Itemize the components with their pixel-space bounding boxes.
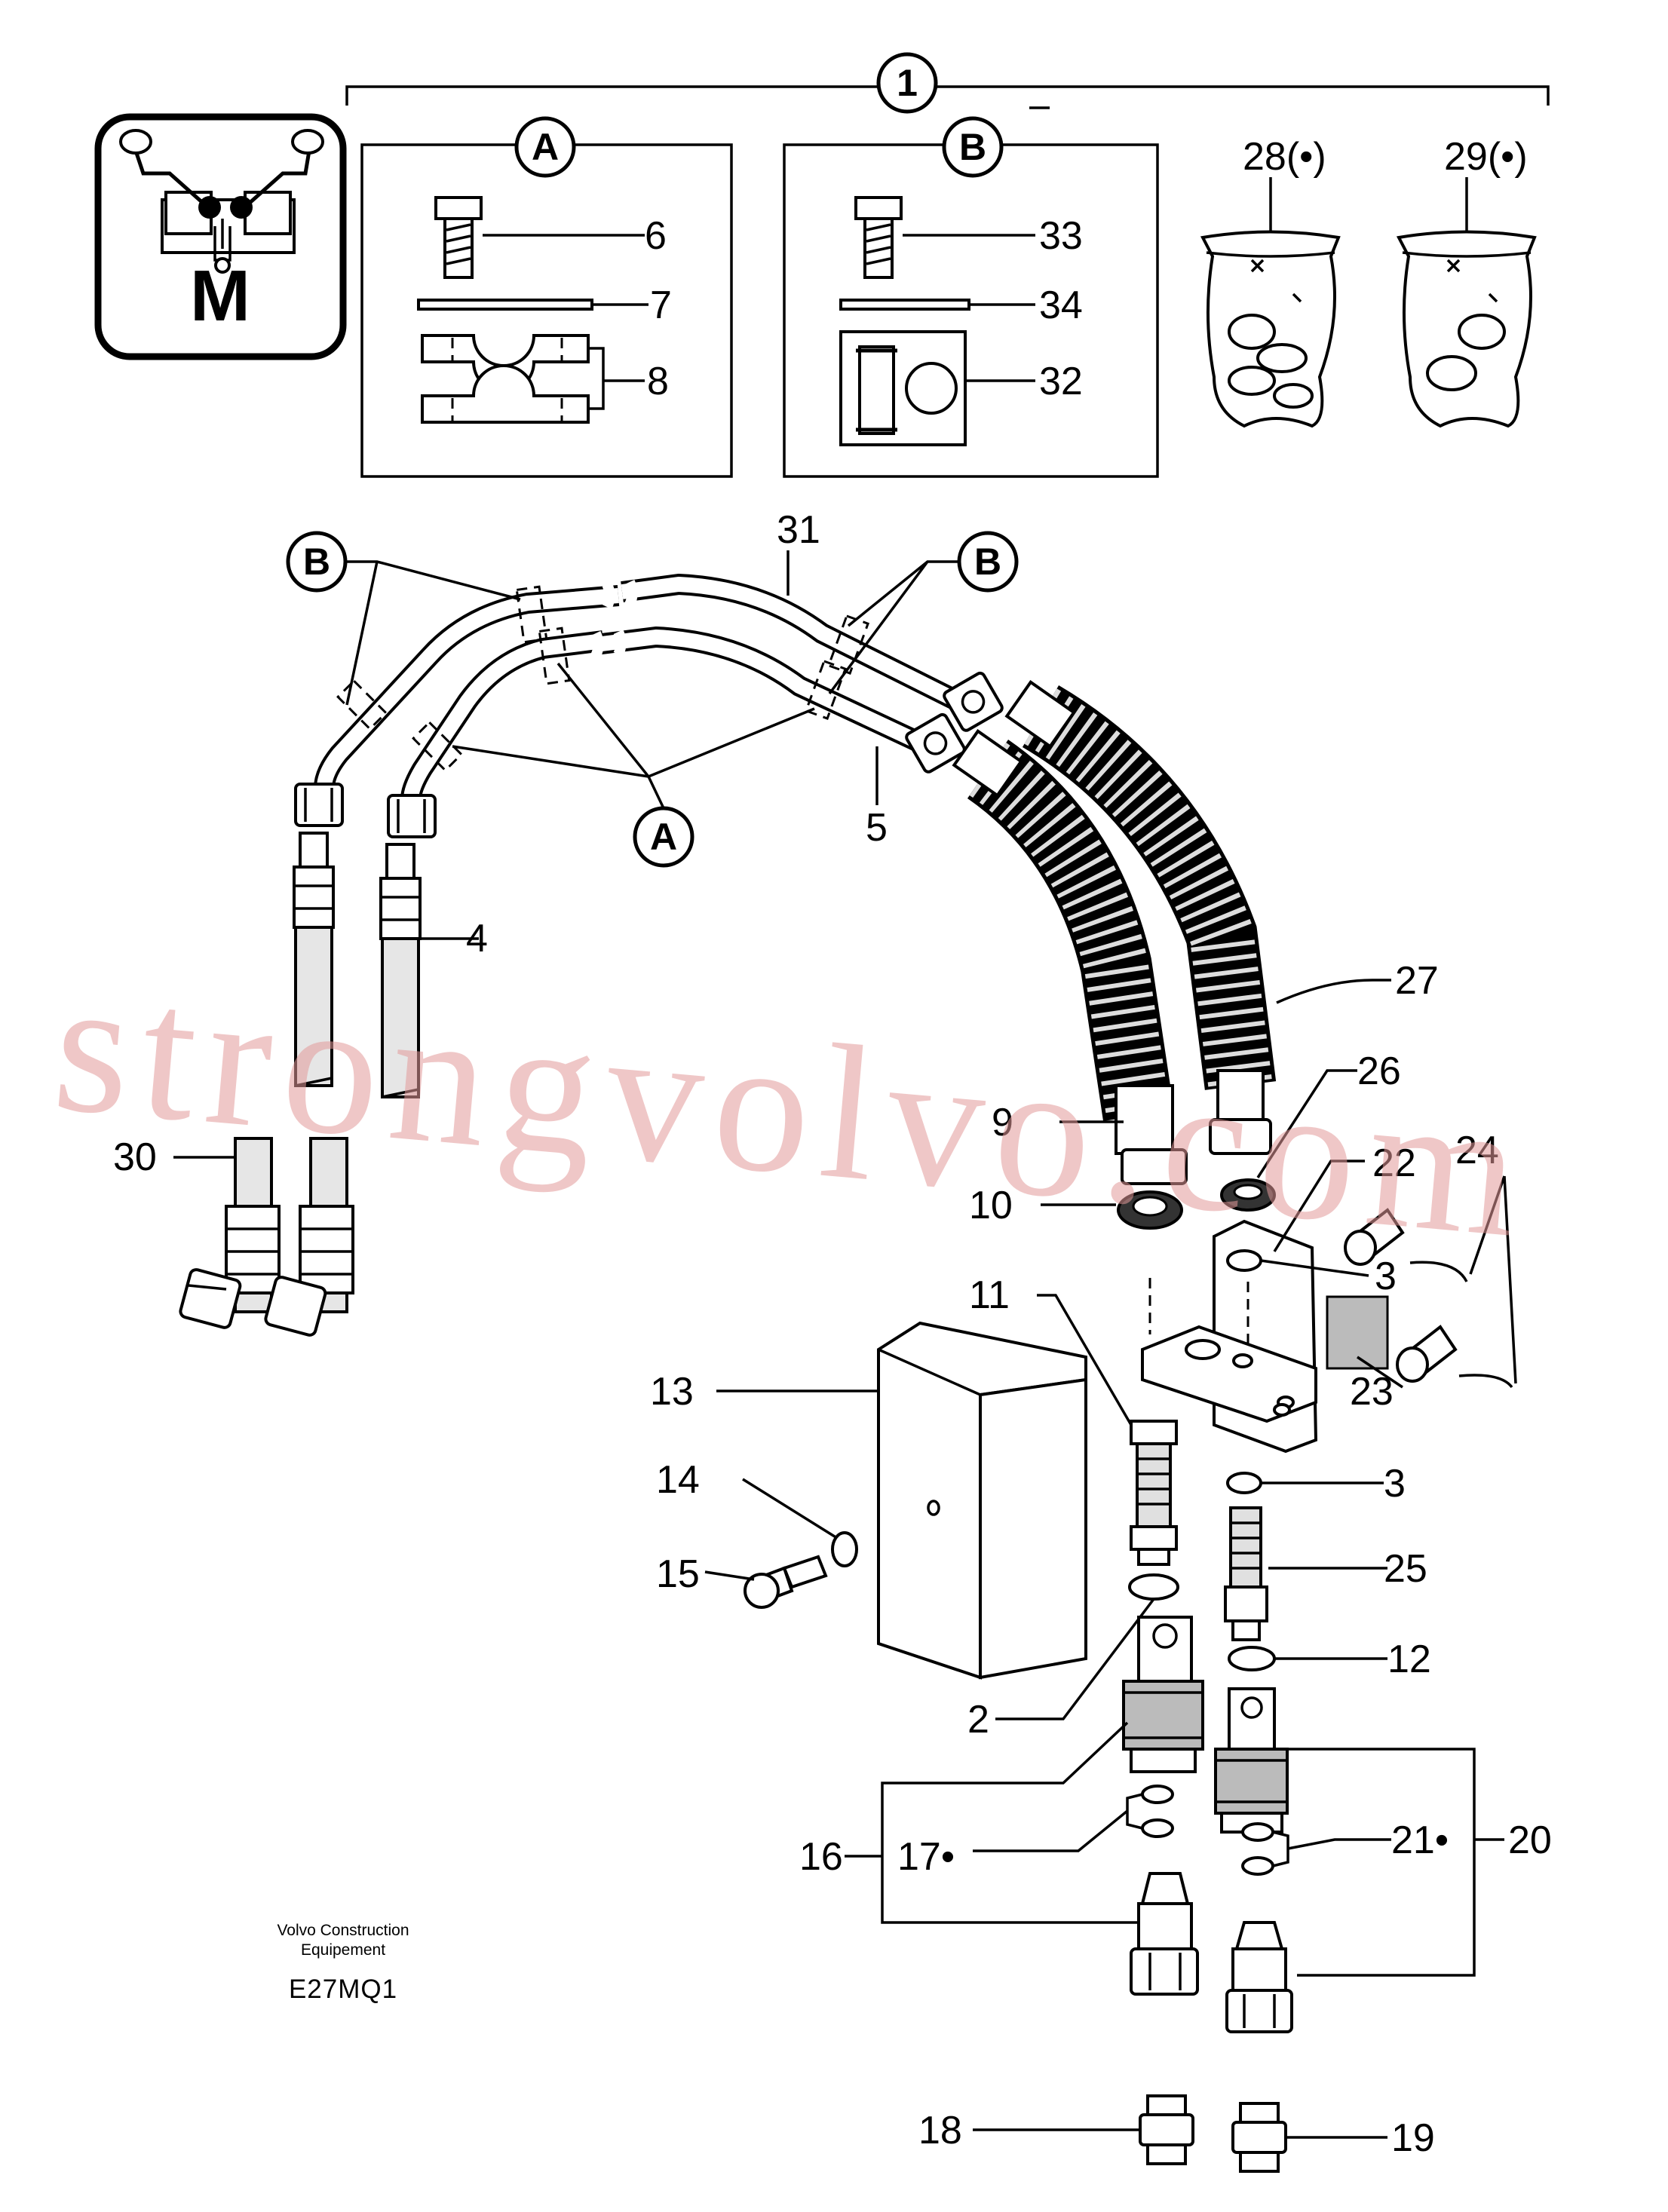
footer: Volvo Construction Equipement E27MQ1 [277,1922,409,2004]
label-21: 21• [1391,1818,1449,1862]
label-22: 22 [1372,1141,1416,1185]
callout-b-right: B [828,531,1019,695]
machine-badge: M [94,113,347,360]
coupler-left [1122,1616,1204,1773]
hose-4-left [293,832,335,1087]
label-17: 17• [897,1835,955,1879]
label-18: 18 [918,2109,962,2152]
kit-a-label: A [532,126,559,168]
adaptor-18 [1139,2094,1194,2165]
seal-kit-bag-29: 29(•) [1396,135,1537,428]
washer-12 [1228,1646,1276,1671]
label-3-top: 3 [1375,1255,1397,1298]
male-coupler-right [1225,1921,1293,2033]
flex-hose-27 [1004,680,1277,1155]
company-line-2: Equipement [301,1941,385,1959]
label-27: 27 [1395,959,1439,1003]
washer-2 [1128,1573,1179,1601]
label-12: 12 [1387,1638,1431,1681]
label-8: 8 [647,360,669,403]
plate-7 [417,299,593,311]
joystick-illustration [119,129,324,274]
kit-b-label: B [959,126,986,168]
hose-30-right [264,1137,354,1337]
adapter-block-22 [1141,1219,1389,1454]
label-13: 13 [650,1370,694,1414]
label-16: 16 [799,1835,843,1879]
washer-3-bottom [1226,1472,1262,1494]
svg-text:B: B [974,541,1001,583]
label-plate-23 [1326,1295,1389,1370]
adaptor-19 [1231,2102,1287,2173]
nut-10 [1117,1190,1183,1230]
bolt-6 [434,196,483,279]
label-10: 10 [969,1184,1013,1227]
label-30: 30 [113,1135,157,1179]
company-line-1: Volvo Construction [277,1922,409,1939]
label-26: 26 [1357,1049,1401,1093]
label-3-bottom: 3 [1384,1462,1406,1506]
hose-4-right [379,843,422,1098]
washer-14 [831,1531,858,1567]
bolt-15 [744,1555,828,1609]
label-25: 25 [1384,1547,1427,1591]
callout-b-left: B [286,531,521,706]
label-28: 28(•) [1243,135,1326,179]
label-14: 14 [656,1458,700,1502]
bolt-33 [854,196,903,279]
svg-text:A: A [650,816,677,858]
plate-34 [839,299,970,311]
block-32 [839,330,967,446]
label-32: 32 [1039,360,1083,403]
callout-a: A [452,662,815,868]
nut-26 [1220,1178,1276,1212]
badge-letter: M [190,256,250,336]
label-4: 4 [466,917,488,960]
pipe-nut [294,671,1004,838]
label-19: 19 [1391,2116,1435,2160]
label-29: 29(•) [1444,135,1528,179]
label-2: 2 [967,1698,989,1742]
coupler-right [1214,1687,1289,1834]
label-9: 9 [992,1101,1013,1144]
kit-b-box: B 33 34 32 [783,116,1159,478]
label-7: 7 [650,283,672,327]
label-20: 20 [1508,1818,1552,1862]
label-24: 24 [1455,1129,1499,1172]
guard-plate-13 [877,1321,1087,1680]
fitting-25 [1224,1506,1268,1641]
flex-hose-9 [952,729,1188,1185]
label-33: 33 [1039,214,1083,258]
steel-pipes [294,573,1004,838]
label-11: 11 [969,1273,1010,1317]
hose-30-left [179,1137,281,1329]
clamp-8 [421,334,590,424]
label-23: 23 [1350,1370,1394,1414]
label-15: 15 [656,1552,700,1596]
seal-kit-bag-28: 28(•) [1200,135,1341,428]
svg-text:B: B [303,541,330,583]
fitting-11 [1130,1420,1178,1566]
caps-24 [1344,1208,1513,1389]
kit-a-box: A 6 7 8 [360,116,733,478]
group-1-label: 1 [897,62,918,104]
label-5: 5 [866,806,888,850]
label-34: 34 [1039,283,1083,327]
drawing-code: E27MQ1 [289,1975,397,2004]
male-coupler-left [1130,1872,1199,1996]
assembly-bracket: 1 [345,52,1550,114]
label-6: 6 [645,214,667,258]
label-31: 31 [777,508,820,552]
